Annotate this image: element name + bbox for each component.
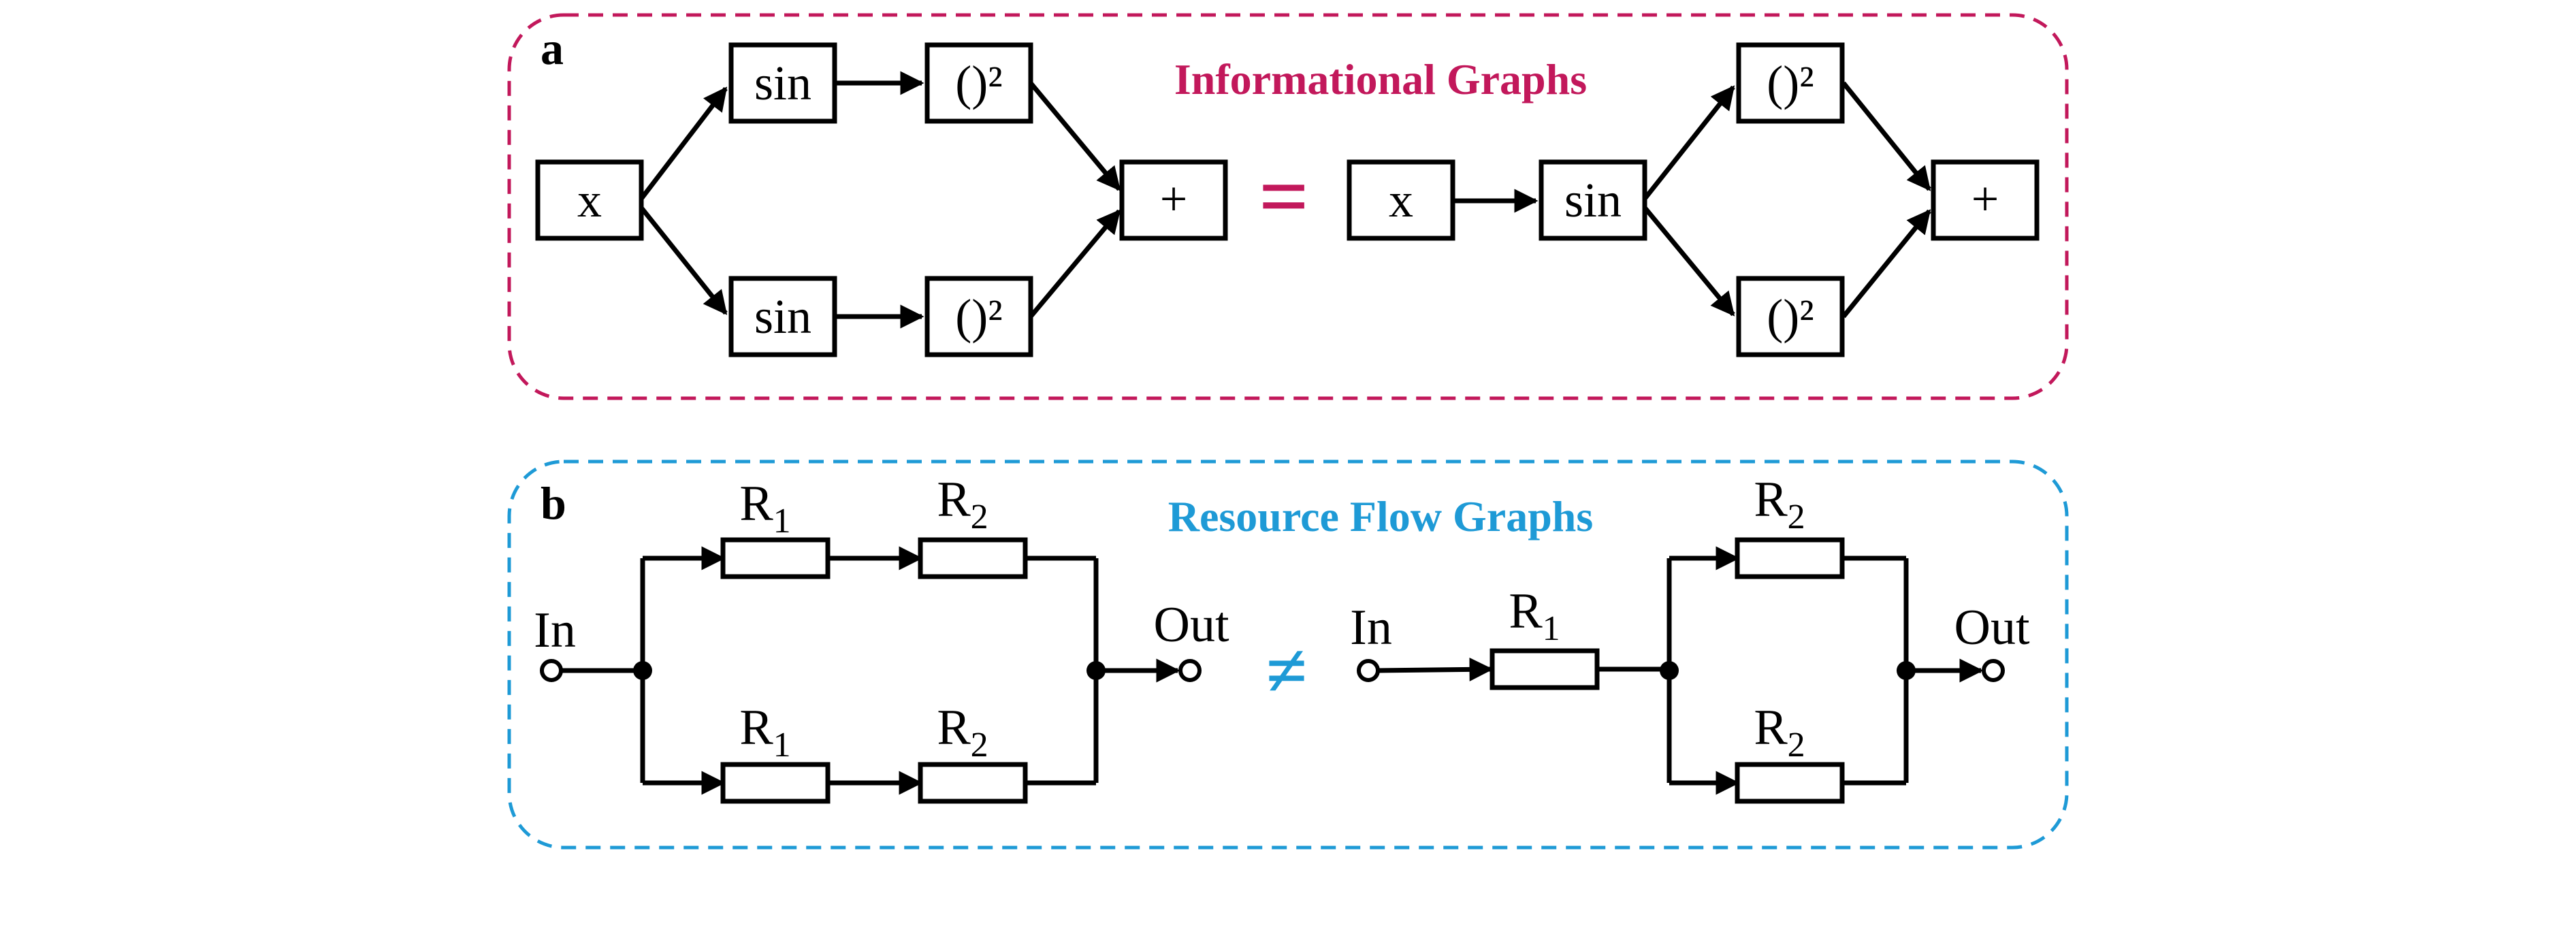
svg-text:sin: sin [754, 56, 811, 110]
node-sin-right: sin [1539, 159, 1647, 241]
resistor-r2-bottom-left: R2 [918, 700, 1028, 804]
panel-a-title: Informational Graphs [1174, 55, 1587, 103]
resistor-r2-top-left: R2 [918, 472, 1028, 579]
svg-text:x: x [577, 173, 602, 227]
right-input-terminal [1357, 659, 1380, 682]
left-junction-out [1086, 661, 1106, 680]
svg-text:()²: ()² [1767, 56, 1814, 110]
node-square-top-right: ()² [1736, 42, 1845, 124]
left-out-label: Out [1154, 597, 1229, 653]
node-square-top-left: ()² [924, 42, 1033, 124]
svg-text:R1: R1 [739, 476, 790, 541]
panel-a-letter: a [541, 22, 564, 74]
left-output-terminal [1178, 659, 1202, 682]
svg-text:R2: R2 [1754, 700, 1805, 764]
panel-b-title: Resource Flow Graphs [1168, 492, 1594, 541]
svg-text:sin: sin [754, 289, 811, 344]
node-x-right: x [1347, 159, 1455, 241]
svg-text:sin: sin [1564, 173, 1622, 227]
right-output-terminal [1982, 659, 2005, 682]
resistor-r2-top-right: R2 [1735, 472, 1845, 579]
right-junction-out [1897, 661, 1916, 680]
panel-a-frame [507, 13, 2069, 400]
svg-text:()²: ()² [955, 289, 1003, 344]
svg-text:+: + [1160, 172, 1188, 226]
left-input-terminal [540, 659, 563, 682]
node-x-left: x [535, 159, 644, 241]
svg-text:R2: R2 [1754, 472, 1805, 536]
panel-a-left-edges [639, 71, 1121, 329]
svg-text:R2: R2 [937, 700, 988, 764]
node-sum-right: + [1931, 159, 2040, 241]
node-sin-top-left: sin [728, 42, 837, 124]
node-square-bottom-right: ()² [1736, 276, 1845, 357]
right-out-label: Out [1954, 600, 2030, 656]
svg-text:x: x [1389, 173, 1413, 227]
resistor-r1-top-left: R1 [720, 476, 831, 579]
resistor-r2-bottom-right: R2 [1735, 700, 1845, 804]
left-in-label: In [534, 602, 576, 658]
svg-text:+: + [1971, 172, 1999, 226]
panel-b-letter: b [541, 477, 566, 529]
right-junction-in [1660, 661, 1679, 680]
not-equal-sign: ≠ [1266, 629, 1307, 712]
svg-text:R1: R1 [739, 700, 790, 764]
svg-text:R2: R2 [937, 472, 988, 536]
right-circuit-wires [1377, 546, 1984, 795]
panel-b-frame [507, 460, 2069, 850]
node-sin-bottom-left: sin [728, 276, 837, 357]
node-sum-left: + [1119, 159, 1228, 241]
equals-sign: = [1259, 148, 1309, 246]
svg-text:()²: ()² [1767, 289, 1814, 344]
left-circuit-wires [561, 546, 1180, 795]
resistor-r1-bottom-left: R1 [720, 700, 831, 804]
right-in-label: In [1350, 600, 1392, 656]
resistor-r1-right: R1 [1490, 583, 1600, 690]
left-junction-in [633, 661, 652, 680]
svg-text:()²: ()² [955, 56, 1003, 110]
node-square-bottom-left: ()² [924, 276, 1033, 357]
panel-a-right-edges [1453, 81, 1931, 319]
svg-text:R1: R1 [1509, 583, 1560, 648]
